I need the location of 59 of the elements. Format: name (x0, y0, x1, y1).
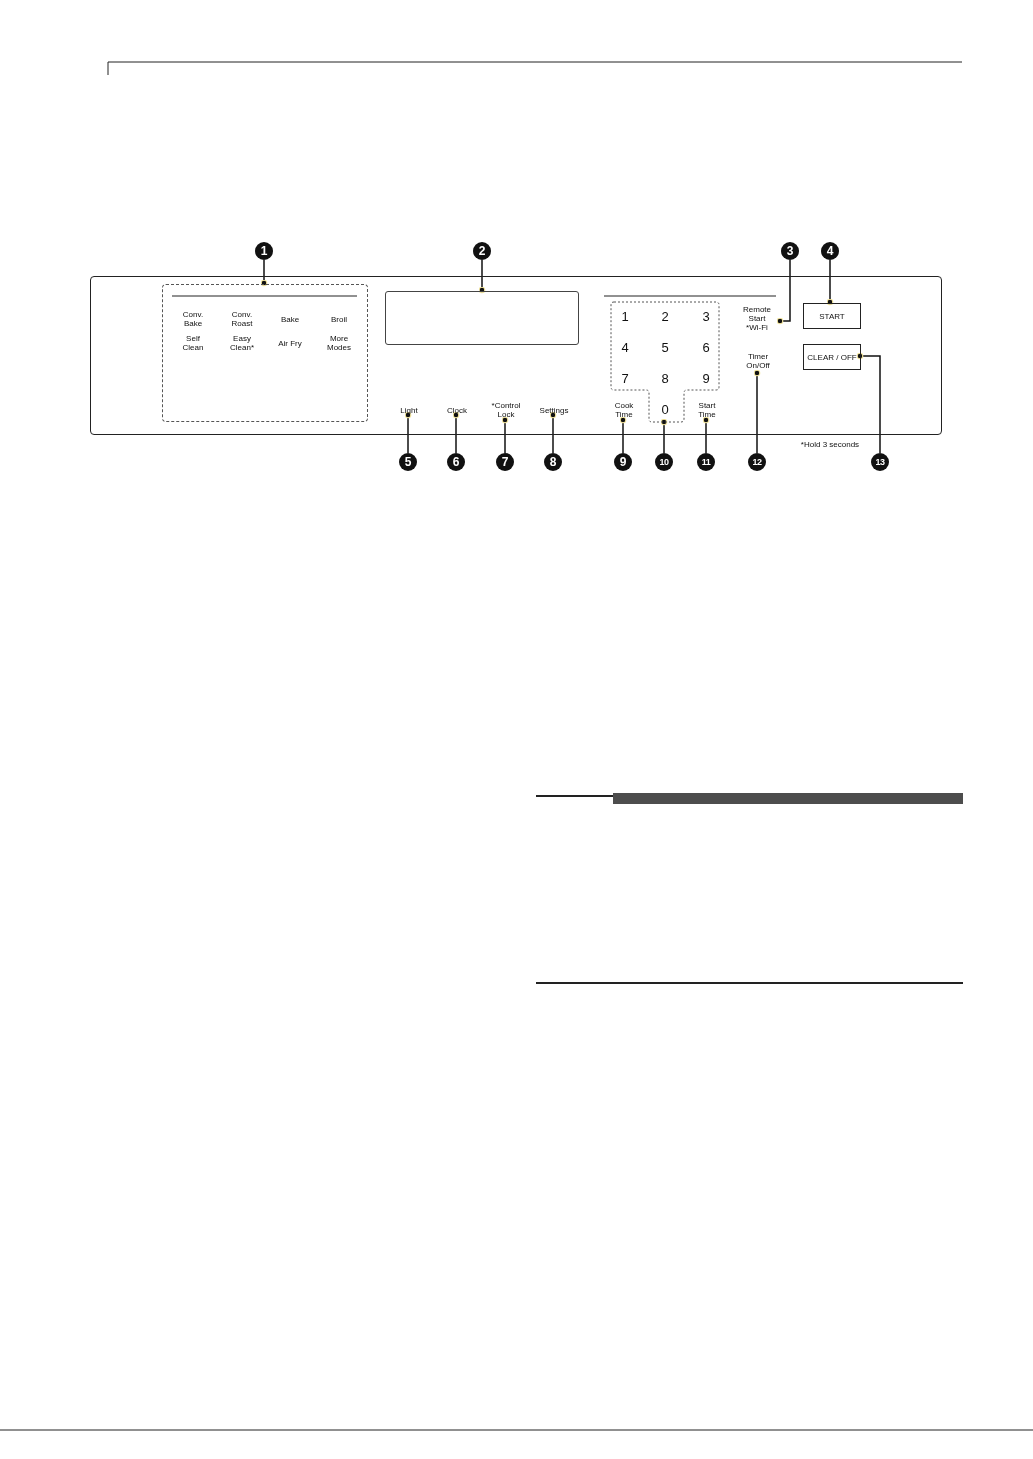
callout-number: 4 (821, 242, 839, 260)
key-label: Start Time (690, 399, 724, 421)
footnote-text: *Hold 3 seconds (799, 440, 861, 450)
key-label: *Control Lock (485, 399, 527, 421)
leader-line (260, 259, 268, 287)
clear-off-button: CLEAR / OFF (803, 344, 861, 370)
number-keypad (610, 301, 720, 423)
footnote-text: *Wi-Fi (745, 323, 769, 332)
key-label: Cook Time (608, 399, 640, 421)
callout-number: 2 (473, 242, 491, 260)
mode-key-label: More Modes (326, 333, 352, 353)
leader-line (404, 411, 412, 454)
mode-key-label: Bake (279, 313, 301, 326)
digit-key-label: 5 (660, 340, 670, 356)
leader-line (478, 259, 486, 294)
key-label: Timer On/Off (737, 348, 779, 374)
mode-key-label: Conv. Bake (181, 309, 205, 329)
callout-number: 5 (399, 453, 417, 471)
mode-key-area (162, 284, 368, 422)
key-label: Clock (441, 404, 473, 416)
mode-key-label: Air Fry (277, 337, 303, 350)
callout-number: 9 (614, 453, 632, 471)
digit-key-label: 2 (660, 309, 670, 325)
callout-number: 3 (781, 242, 799, 260)
mode-key-label: Broil (330, 313, 348, 326)
leader-line (826, 259, 834, 306)
key-label: Remote Start (742, 305, 772, 323)
leader-line (660, 418, 668, 454)
leader-line (452, 411, 460, 454)
callout-number: 11 (697, 453, 715, 471)
leader-line (501, 416, 509, 454)
callout-number: 8 (544, 453, 562, 471)
callout-number: 1 (255, 242, 273, 260)
digit-key-label: 8 (660, 371, 670, 387)
mode-key-label: Easy Clean* (229, 333, 255, 353)
digit-key-label: 9 (701, 371, 711, 387)
leader-line (856, 352, 881, 454)
callout-number: 13 (871, 453, 889, 471)
leader-line (619, 416, 627, 454)
mode-key-label: Conv. Roast (230, 309, 254, 329)
digit-key-label: 6 (701, 340, 711, 356)
leader-line (549, 411, 557, 454)
digit-key-label: 0 (660, 402, 670, 418)
control-panel (90, 276, 942, 435)
leader-line (702, 416, 710, 454)
digit-key-label: 7 (620, 371, 630, 387)
start-button: START (803, 303, 861, 329)
leader-line (753, 369, 761, 454)
display-window (385, 291, 579, 345)
callout-number: 6 (447, 453, 465, 471)
callout-number: 7 (496, 453, 514, 471)
mode-key-label: Self Clean (181, 333, 205, 353)
callout-number: 10 (655, 453, 673, 471)
key-label: Settings (533, 404, 575, 416)
digit-key-label: 4 (620, 340, 630, 356)
callout-number: 12 (748, 453, 766, 471)
leader-line (776, 259, 791, 325)
digit-key-label: 1 (620, 309, 630, 325)
digit-key-label: 3 (701, 309, 711, 325)
